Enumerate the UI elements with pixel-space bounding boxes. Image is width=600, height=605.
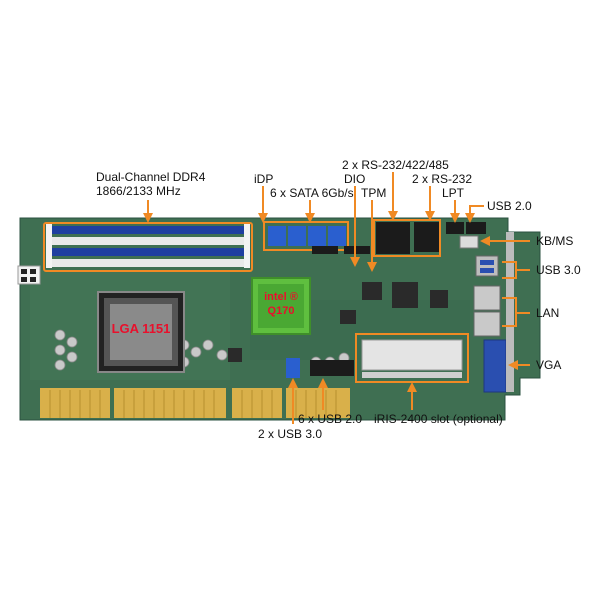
callout-lines bbox=[143, 172, 530, 424]
label-usb30-bottom: 2 x USB 3.0 bbox=[258, 427, 323, 441]
iris-slot bbox=[355, 333, 469, 383]
label-ddr4-line2: 1866/2133 MHz bbox=[96, 184, 181, 198]
label-sata: 6 x SATA 6Gb/s bbox=[270, 186, 354, 200]
label-lpt: LPT bbox=[442, 186, 465, 200]
label-idp: iDP bbox=[254, 172, 274, 186]
label-rs232-422-485: 2 x RS-232/422/485 bbox=[342, 158, 449, 172]
ic-chips bbox=[228, 282, 448, 362]
label-rs232: 2 x RS-232 bbox=[412, 172, 473, 186]
dimm-slots bbox=[43, 222, 253, 272]
chipset bbox=[251, 277, 311, 335]
edge-connector bbox=[40, 388, 350, 418]
pin-headers bbox=[310, 222, 486, 376]
label-usb30-right: USB 3.0 bbox=[536, 263, 581, 277]
label-kbms: KB/MS bbox=[536, 234, 574, 248]
power-connector bbox=[17, 265, 41, 285]
label-lan: LAN bbox=[536, 306, 560, 320]
chipset-model-label: Q170 bbox=[267, 305, 295, 317]
label-tpm: TPM bbox=[361, 186, 387, 200]
usb30-header bbox=[286, 358, 300, 378]
cpu-socket-label: LGA 1151 bbox=[111, 321, 171, 336]
rear-io bbox=[459, 232, 514, 393]
chipset-brand-label: intel ® bbox=[264, 291, 298, 303]
cpu-socket bbox=[97, 291, 185, 373]
label-ddr4-line1: Dual-Channel DDR4 bbox=[96, 170, 206, 184]
serial-headers-highlight bbox=[373, 219, 441, 257]
label-usb20-top: USB 2.0 bbox=[487, 199, 532, 213]
label-usb20-bottom: 6 x USB 2.0 bbox=[298, 412, 363, 426]
sata-ports bbox=[263, 221, 349, 251]
label-iris: iRIS-2400 slot (optional) bbox=[374, 412, 503, 426]
label-dio: DIO bbox=[344, 172, 366, 186]
label-vga: VGA bbox=[536, 358, 562, 372]
